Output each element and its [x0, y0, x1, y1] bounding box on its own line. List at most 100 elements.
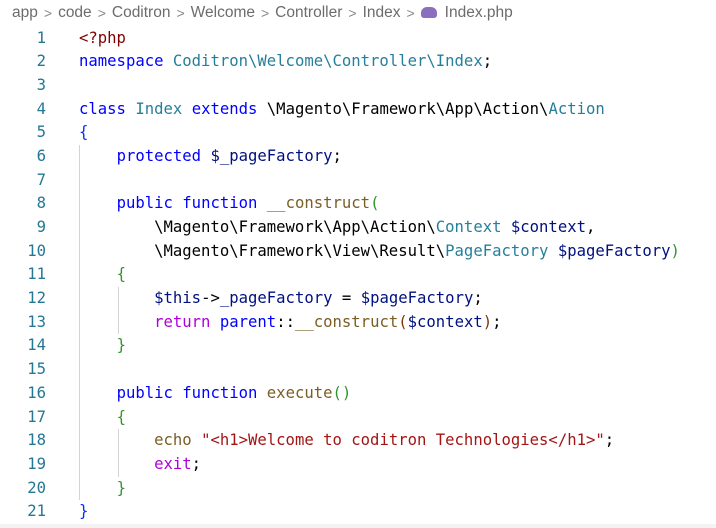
code-line[interactable]: 7	[0, 168, 716, 193]
token-str: "<h1>Welcome to coditron Technologies</h…	[201, 431, 605, 450]
breadcrumb-item[interactable]: app	[12, 4, 38, 21]
code-text: protected $_pageFactory;	[79, 145, 342, 169]
token-cls: Index	[135, 99, 183, 118]
indent-guide	[79, 287, 80, 311]
token-txt	[79, 431, 154, 449]
breadcrumb-item[interactable]: Index.php	[444, 4, 513, 21]
code-line[interactable]: 17 {	[0, 405, 716, 430]
token-tag: <?php	[79, 28, 126, 47]
code-line[interactable]: 10 \Magento\Framework\View\Result\PageFa…	[0, 239, 716, 264]
line-number: 3	[36, 75, 46, 94]
token-txt	[79, 147, 117, 165]
chevron-right-icon: >	[260, 5, 270, 21]
code-line[interactable]: 15	[0, 358, 716, 382]
code-text: }	[79, 334, 126, 358]
code-text: namespace Coditron\Welcome\Controller\In…	[79, 50, 492, 74]
code-line[interactable]: 8 public function __construct(	[0, 192, 716, 216]
code-line[interactable]: 3	[0, 74, 716, 98]
token-kw: parent	[219, 312, 277, 331]
token-txt: ,	[585, 218, 596, 236]
token-cls: Coditron\Welcome\Controller\Index	[172, 52, 483, 71]
line-number: 16	[27, 383, 46, 402]
code-line[interactable]: 5{	[0, 121, 716, 145]
chevron-right-icon: >	[406, 5, 415, 21]
token-b2: ()	[332, 383, 352, 402]
indent-guide	[117, 287, 119, 311]
token-txt	[257, 384, 266, 402]
token-var: _pageFactory	[219, 289, 333, 308]
breadcrumb-item[interactable]: Index	[362, 4, 401, 21]
breadcrumb-item[interactable]: code	[58, 4, 92, 21]
code-line[interactable]: 19 exit;	[0, 452, 716, 477]
token-kw: function	[182, 194, 258, 213]
chevron-right-icon: >	[348, 5, 357, 21]
code-line[interactable]: 13 return parent::__construct($context);	[0, 310, 716, 335]
code-text: public function execute()	[79, 382, 352, 406]
breadcrumb: app > code > Coditron > Welcome > Controller > Ind…	[12, 2, 513, 24]
indent-guide	[79, 405, 80, 430]
horizontal-scrollbar[interactable]	[0, 524, 716, 528]
line-number: 21	[27, 502, 46, 521]
token-txt	[164, 52, 173, 70]
code-line[interactable]: 21}	[0, 500, 716, 524]
token-b2: }	[116, 336, 126, 355]
chevron-right-icon: >	[176, 5, 185, 21]
code-line[interactable]: 16 public function execute()	[0, 381, 716, 406]
line-number: 20	[27, 478, 46, 497]
code-line[interactable]: 14 }	[0, 334, 716, 359]
token-txt	[79, 289, 154, 307]
code-text: }	[79, 500, 88, 524]
code-text: $this->_pageFactory = $pageFactory;	[79, 287, 483, 311]
token-b2: {	[116, 407, 126, 426]
indent-guide	[79, 381, 80, 406]
token-fn: execute	[266, 383, 333, 402]
code-text: exit;	[79, 453, 201, 477]
token-txt: ->	[201, 289, 220, 308]
code-text: <?php	[79, 27, 126, 51]
breadcrumb-item[interactable]: Controller	[275, 4, 343, 21]
code-line[interactable]: 9 \Magento\Framework\App\Action\Context …	[0, 216, 716, 240]
token-kw: class	[79, 99, 126, 118]
token-b1: }	[79, 502, 89, 521]
token-fn: __construct	[294, 312, 399, 331]
line-number: 13	[27, 312, 46, 331]
code-line[interactable]: 6 protected $_pageFactory;	[0, 144, 716, 169]
token-var: $context	[510, 218, 586, 236]
token-b2: }	[116, 478, 126, 497]
token-txt	[79, 336, 117, 354]
breadcrumb-item[interactable]: Coditron	[111, 4, 171, 21]
code-text: echo "<h1>Welcome to coditron Technologi…	[79, 429, 614, 453]
token-txt	[173, 194, 182, 212]
token-txt	[182, 100, 191, 118]
token-kw: function	[182, 383, 258, 402]
code-line[interactable]: 20 }	[0, 476, 716, 501]
line-number: 15	[27, 360, 46, 379]
token-cls: PageFactory	[445, 241, 549, 260]
token-txt: ;	[604, 431, 615, 450]
code-line[interactable]: 12 $this->_pageFactory = $pageFactory;	[0, 287, 716, 311]
token-kw: public	[116, 383, 173, 402]
token-txt	[79, 408, 117, 426]
breadcrumb-item[interactable]: Welcome	[190, 4, 255, 21]
token-txt	[79, 313, 154, 331]
token-b3: (	[398, 312, 408, 331]
chevron-right-icon: >	[97, 5, 106, 21]
token-b2: (	[370, 194, 380, 213]
token-txt	[79, 455, 154, 473]
token-txt: ;	[191, 454, 202, 473]
code-text: \Magento\Framework\App\Action\Context $c…	[79, 216, 595, 240]
token-txt	[79, 384, 117, 402]
token-txt	[257, 194, 266, 212]
token-b2: )	[670, 241, 680, 260]
indent-guide	[117, 452, 119, 477]
code-line[interactable]: 18 echo "<h1>Welcome to coditron Technol…	[0, 429, 716, 453]
code-line[interactable]: 11 {	[0, 263, 716, 288]
indent-guide	[79, 452, 80, 477]
chevron-right-icon: >	[43, 5, 53, 21]
code-line[interactable]: 1<?php	[0, 27, 716, 51]
token-b3: )	[482, 312, 493, 331]
code-text: class Index extends \Magento\Framework\A…	[79, 98, 605, 122]
